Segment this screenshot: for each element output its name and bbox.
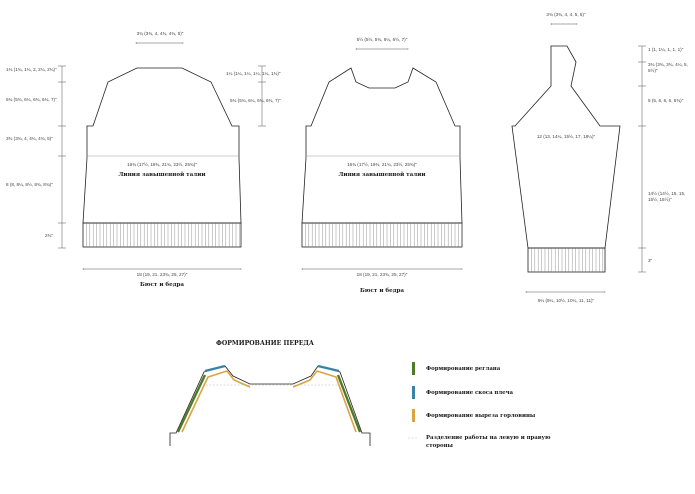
front-waist-label: Линия завышенной талии [338, 172, 426, 178]
front-ribbing-lines [305, 223, 462, 247]
back-body-length: 8 (8, 8¼, 8½, 8¾, 8¾)" [6, 182, 53, 187]
back-piece [82, 67, 242, 248]
back-top-width: 3¾ (3¾, 4, 4¾, 4¾, 5)" [136, 31, 184, 36]
dimension-lines [58, 23, 646, 293]
back-ribbing [82, 222, 242, 248]
shoulder-shaping-right [317, 364, 340, 373]
back-hem-width: 18 (19, 21, 23¾, 25, 27)" [136, 272, 188, 277]
shaping-outline [169, 365, 371, 446]
legend-label-shoulder: Формирование скоса плеча [426, 390, 514, 396]
sleeve-upper-width: 12 (13, 14¼, 15½, 17, 18¼)" [536, 134, 596, 139]
shaping-title: ФОРМИРОВАНИЕ ПЕРЕДА [216, 340, 314, 347]
legend-swatches [408, 362, 418, 439]
sleeve-cuff-height: 3" [648, 258, 653, 263]
back-ribbing-lines [86, 223, 240, 247]
back-raglan-depth-left: 5¾ (5¾, 6¼, 6¾, 6¾, 7)" [6, 97, 57, 102]
back-raglan-height: 1¾ (1¾, 1¾, 2, 2¼, 2¾)" [6, 67, 57, 72]
legend-swatch-raglan [412, 362, 415, 375]
front-ribbing [301, 222, 463, 248]
sleeve-cuff [527, 247, 606, 273]
sleeve-cap-lower: 5 (5, 6, 6, 6, 6¾)" [648, 98, 684, 103]
front-hem-caption: Бюст и бедра [360, 288, 404, 294]
back-hem-caption: Бюст и бедра [140, 282, 184, 288]
sleeve-length: 14½ (14½, 15, 15, 15½, 15½)" [648, 191, 686, 202]
legend-swatch-shoulder [412, 386, 415, 399]
legend-label-divider: Разделение работы на левую и правую стор… [426, 435, 551, 449]
neck-shaping-left [181, 370, 251, 433]
back-shoulder-right: 1¼ (1¼, 1¼, 1¼, 1¼, 1¾)" [226, 71, 281, 76]
sleeve-top-width: 3¾ (3¾, 4, 4, 5, 5)" [546, 12, 586, 17]
legend-swatch-neck [412, 409, 415, 422]
raglan-shaping-left [176, 374, 207, 433]
raglan-shaping-right [336, 374, 362, 433]
back-raglan-depth-right: 5¾ (5¾, 6¼, 6¾, 6¾, 7)" [230, 98, 281, 103]
sleeve-cap-top: 1 (1, 1¼, 1, 1, 1)" [648, 47, 684, 52]
shoulder-shaping-left [204, 364, 226, 373]
front-piece [301, 67, 463, 248]
legend-label-neck: Формирование выреза горловины [426, 413, 536, 419]
back-waist-width: 16¾ (17½, 19¾, 21¾, 23½, 25¾)" [127, 162, 197, 167]
back-waist-above: 3¾ (3¾, 4, 4¼, 4¾, 5)" [6, 136, 53, 141]
front-outline [301, 67, 463, 224]
back-ribbing-height: 2¾" [45, 233, 54, 238]
sleeve-outline [511, 45, 621, 249]
neck-shaping-right [292, 370, 357, 433]
front-waist-width: 16¾ (17½, 19¾, 21¾, 23½, 25¾)" [347, 162, 417, 167]
back-waist-label: Линия завышенной талии [118, 172, 206, 178]
sleeve-piece [511, 45, 621, 273]
sleeve-cuff-lines [531, 248, 603, 272]
front-shaping-diagram [169, 364, 371, 446]
legend-label-raglan: Формирование реглана [426, 366, 501, 372]
front-hem-width: 18 (19, 21, 23¾, 25, 27)" [356, 272, 408, 277]
back-outline [82, 67, 242, 224]
sleeve-cap-upper: 3¾ (3¾, 3¾, 4¼, 5, 5½)" [648, 62, 688, 73]
sleeve-cuff-width: 9¼ (9¼, 10½, 10¼, 11, 11)" [537, 298, 595, 303]
front-neck-width: 5½ (5½, 5¾, 6¼, 6½, 7)" [356, 37, 408, 42]
